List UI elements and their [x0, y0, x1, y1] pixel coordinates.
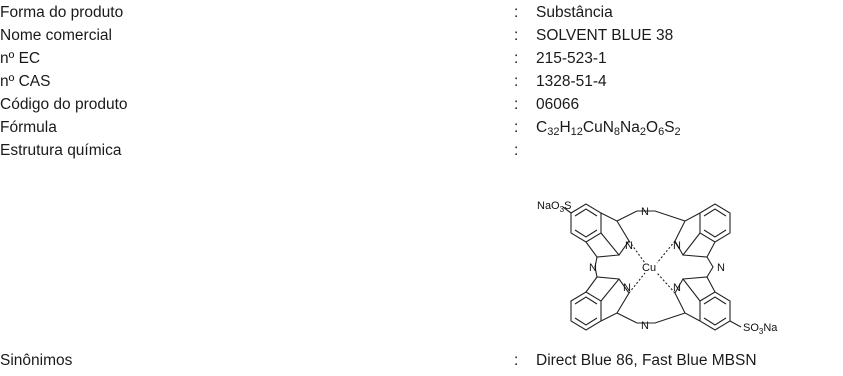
nitrogen-label: N: [641, 206, 649, 218]
row-product-code: Código do produto : 06066: [0, 94, 843, 116]
left-sulfonate-label: NaO3S: [537, 200, 571, 214]
value-product-code: 06066: [536, 96, 580, 113]
separator: :: [514, 96, 519, 113]
row-trade-name: Nome comercial : SOLVENT BLUE 38: [0, 25, 843, 47]
label-ec-number: nº EC: [0, 50, 41, 67]
value-cas-number: 1328-51-4: [536, 73, 607, 90]
separator: :: [514, 50, 519, 67]
label-synonyms: Sinônimos: [0, 352, 73, 369]
separator: :: [514, 352, 519, 369]
row-formula: Fórmula : C32H12CuN8Na2O6S2: [0, 117, 843, 139]
value-synonyms: Direct Blue 86, Fast Blue MBSN: [536, 352, 757, 369]
separator: :: [514, 4, 519, 21]
row-product-form: Forma do produto : Substância: [0, 2, 843, 24]
structure-bonds: [562, 203, 742, 331]
nitrogen-label: N: [623, 282, 631, 294]
label-product-form: Forma do produto: [0, 4, 124, 21]
separator: :: [514, 142, 519, 159]
separator: :: [514, 27, 519, 44]
nitrogen-label: N: [641, 320, 649, 332]
value-ec-number: 215-523-1: [536, 50, 607, 67]
chemical-structure-image: NaO3S SO3Na Cu N N N N N N N N: [537, 200, 778, 336]
value-product-form: Substância: [536, 4, 613, 21]
separator: :: [514, 119, 519, 136]
nitrogen-label: N: [673, 240, 681, 252]
label-trade-name: Nome comercial: [0, 27, 112, 44]
nitrogen-label: N: [717, 262, 725, 274]
row-ec-number: nº EC : 215-523-1: [0, 48, 843, 70]
nitrogen-label: N: [673, 282, 681, 294]
value-trade-name: SOLVENT BLUE 38: [536, 27, 674, 44]
nitrogen-label: N: [589, 262, 597, 274]
label-cas-number: nº CAS: [0, 73, 51, 90]
row-synonyms: Sinônimos : Direct Blue 86, Fast Blue MB…: [0, 350, 843, 372]
row-chemical-structure: Estrutura química :: [0, 140, 843, 162]
right-sulfonate-label: SO3Na: [743, 322, 778, 336]
row-cas-number: nº CAS : 1328-51-4: [0, 71, 843, 93]
copper-atom-label: Cu: [642, 262, 656, 274]
nitrogen-label: N: [625, 240, 633, 252]
label-product-code: Código do produto: [0, 96, 128, 113]
label-chemical-structure: Estrutura química: [0, 142, 122, 159]
structure-atom-labels: NaO3S SO3Na Cu N N N N N N N N: [537, 200, 778, 336]
separator: :: [514, 73, 519, 90]
label-formula: Fórmula: [0, 119, 57, 136]
value-formula: C32H12CuN8Na2O6S2: [536, 119, 681, 138]
